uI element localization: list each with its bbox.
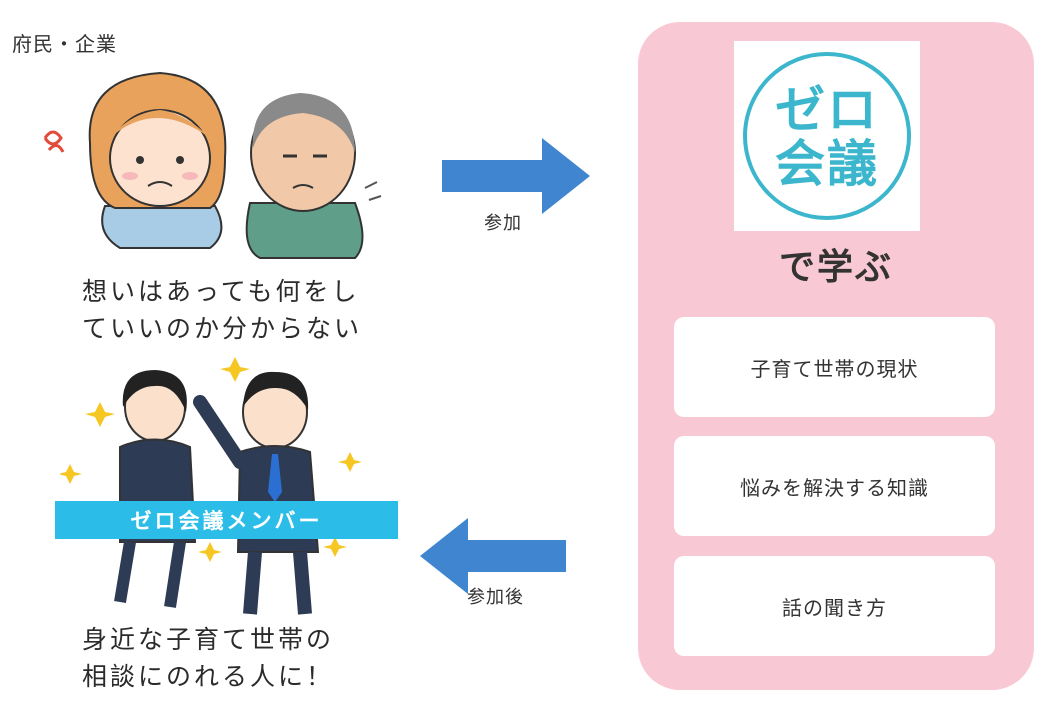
worried-woman-illustration	[43, 71, 227, 249]
logo-text-line-1: ゼロ	[775, 81, 879, 139]
after-text-line-2: 相談にのれる人に！	[82, 662, 335, 691]
member-banner: ゼロ会議メンバー	[55, 501, 398, 539]
zero-kaigi-logo: ゼロ 会議	[734, 41, 920, 231]
left-arrow-icon	[420, 518, 566, 594]
topic-label: 悩みを解決する知識	[740, 475, 929, 500]
topic-label: 話の聞き方	[782, 595, 887, 620]
right-arrow-icon	[442, 138, 590, 214]
worried-elder-illustration	[245, 93, 382, 259]
before-text-line-2: ていいのか分からない	[82, 314, 363, 343]
member-man-illustration	[193, 371, 320, 615]
topic-card-2: 悩みを解決する知識	[674, 436, 995, 536]
learn-title: で学ぶ	[778, 247, 893, 288]
members-illustration	[60, 357, 362, 615]
arrow-in-label: 参加	[484, 213, 522, 234]
topic-card-3: 話の聞き方	[674, 556, 995, 656]
logo-circle	[743, 52, 911, 220]
after-text-line-1: 身近な子育て世帯の	[82, 625, 335, 654]
member-woman-illustration	[114, 370, 197, 608]
before-text-line-1: 想いはあっても何をし	[82, 277, 360, 306]
topic-card-1: 子育て世帯の現状	[674, 317, 995, 417]
audience-label: 府民・企業	[12, 32, 117, 56]
logo-text-line-2: 会議	[775, 135, 879, 193]
worried-people-illustration	[43, 71, 382, 259]
arrow-out-label: 参加後	[467, 587, 524, 608]
topic-label: 子育て世帯の現状	[750, 356, 919, 381]
